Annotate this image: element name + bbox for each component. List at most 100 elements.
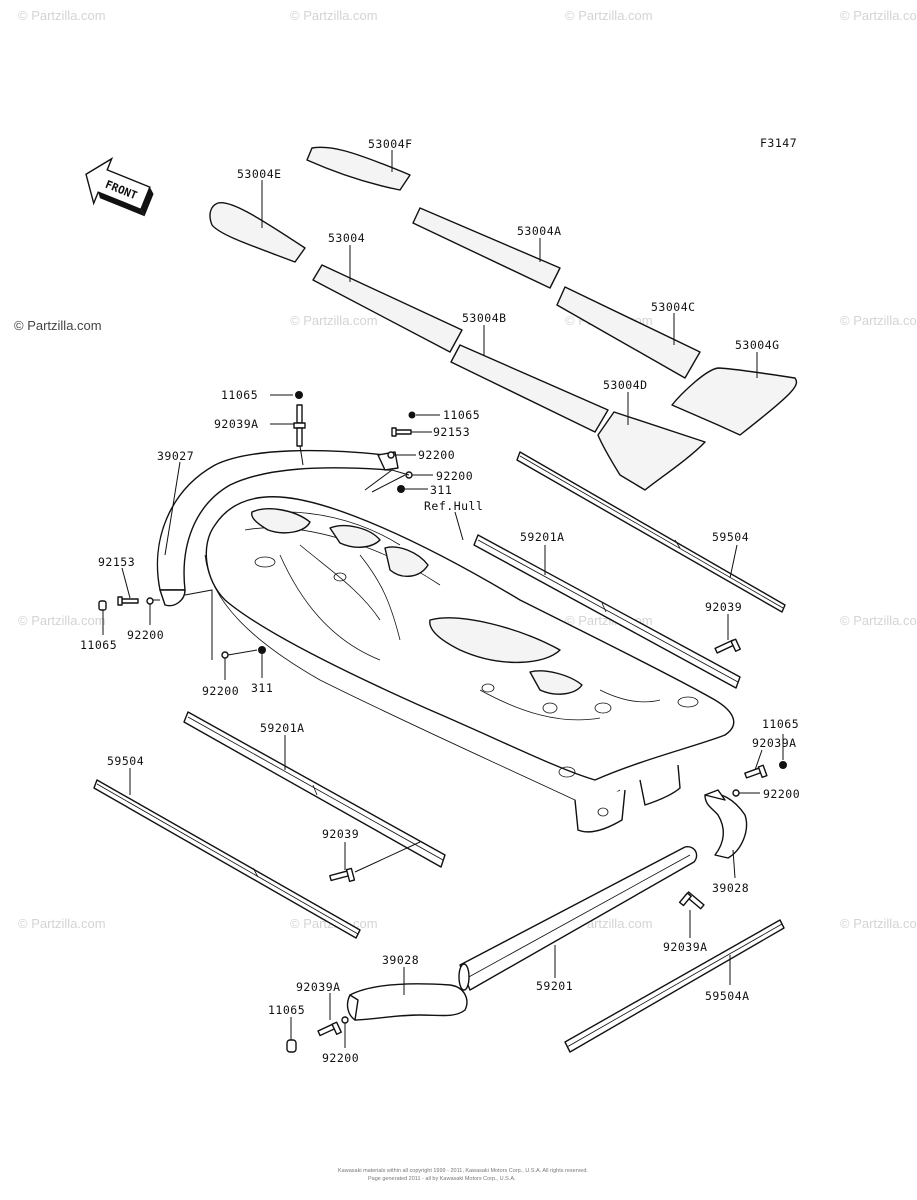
label-59504: 59504 <box>712 530 749 544</box>
hull-hole <box>254 556 276 568</box>
rivet-icon <box>293 404 306 447</box>
watermark: © Partzilla.com <box>840 313 917 328</box>
label-11065: 11065 <box>221 388 258 402</box>
watermark: © Partzilla.com <box>290 313 378 328</box>
leader-line <box>754 749 763 771</box>
mat-53004C <box>556 286 701 379</box>
hull-hole <box>481 683 495 693</box>
watermark: © Partzilla.com <box>840 8 917 23</box>
strip-59201 <box>458 846 698 991</box>
leader-line <box>121 567 131 599</box>
leader-line <box>729 544 738 579</box>
leader-line <box>227 649 258 656</box>
rivet-icon <box>329 867 356 883</box>
label-53004A: 53004A <box>517 224 562 238</box>
label-92039A: 92039A <box>663 940 708 954</box>
leader-line <box>184 589 213 660</box>
label-39027: 39027 <box>157 449 194 463</box>
watermark: © Partzilla.com <box>18 613 106 628</box>
label-11065: 11065 <box>443 408 480 422</box>
footer-generated: Page generated 2011 - all by Kawasaki Mo… <box>368 1176 516 1182</box>
label-11065: 11065 <box>268 1003 305 1017</box>
label-39028: 39028 <box>382 953 419 967</box>
washer-icon <box>387 451 395 459</box>
label-53004B: 53004B <box>462 311 507 325</box>
strip-59504A <box>564 919 785 1053</box>
label-53004D: 53004D <box>603 378 648 392</box>
cap-icon <box>295 391 303 399</box>
washer-icon <box>341 1016 349 1024</box>
label-92153: 92153 <box>433 425 470 439</box>
hull-hole <box>333 572 347 582</box>
strip-59201A-right <box>473 534 741 689</box>
mat-53004 <box>312 264 463 353</box>
watermark: © Partzilla.com <box>18 8 106 23</box>
cap-icon <box>779 761 787 769</box>
washer-icon <box>146 597 154 605</box>
screw-icon <box>391 427 412 437</box>
mat-53004B <box>450 344 609 433</box>
label-59201A: 59201A <box>520 530 565 544</box>
leader-line <box>371 474 406 493</box>
label-92200: 92200 <box>202 684 239 698</box>
mat-53004F <box>306 146 411 191</box>
label-92200: 92200 <box>127 628 164 642</box>
label-11065: 11065 <box>80 638 117 652</box>
label-311: 311 <box>251 681 273 695</box>
mat-53004D <box>597 411 706 491</box>
label-11065: 11065 <box>762 717 799 731</box>
mat-53004G <box>671 367 798 436</box>
label-311: 311 <box>430 483 452 497</box>
watermark: © Partzilla.com <box>840 613 917 628</box>
guard-39028-bottom <box>346 983 468 1021</box>
hull-hole <box>597 807 609 817</box>
leader-line <box>454 511 464 541</box>
label-59201: 59201 <box>536 979 573 993</box>
cap-icon <box>286 1039 297 1053</box>
rivet-icon <box>678 891 705 910</box>
watermark: © Partzilla.com <box>840 916 917 931</box>
label-92039: 92039 <box>705 600 742 614</box>
ref-hull-label: Ref.Hull <box>424 499 483 513</box>
washer-icon <box>221 651 229 659</box>
hull-deck <box>204 496 735 833</box>
strip-59504-right <box>516 451 786 613</box>
strip-59504-left <box>93 779 361 939</box>
rivet-icon <box>744 764 768 779</box>
label-53004G: 53004G <box>735 338 780 352</box>
screw-icon <box>117 596 139 606</box>
label-92200: 92200 <box>418 448 455 462</box>
label-53004E: 53004E <box>237 167 282 181</box>
footer-copyright: Kawasaki materials within all copyright … <box>338 1168 588 1174</box>
label-59201A: 59201A <box>260 721 305 735</box>
strip-59201A-left <box>183 711 446 868</box>
label-59504: 59504 <box>107 754 144 768</box>
label-92039: 92039 <box>322 827 359 841</box>
label-92200: 92200 <box>322 1051 359 1065</box>
front-arrow-icon: FRONT <box>85 157 154 217</box>
mat-53004E <box>209 201 306 263</box>
label-92153: 92153 <box>98 555 135 569</box>
cap-icon <box>98 600 107 611</box>
washer-icon <box>732 789 740 797</box>
leader-line <box>354 841 421 873</box>
figure-code: F3147 <box>760 136 797 150</box>
hull-hole <box>558 766 576 778</box>
label-92039A: 92039A <box>752 736 797 750</box>
nut-icon <box>258 646 266 654</box>
label-59504A: 59504A <box>705 989 750 1003</box>
nut-icon <box>397 485 405 493</box>
label-92200: 92200 <box>763 787 800 801</box>
mat-53004A <box>412 207 561 289</box>
watermark: © Partzilla.com <box>290 8 378 23</box>
hull-hole <box>542 702 558 714</box>
watermark-main: © Partzilla.com <box>14 318 102 333</box>
leader-line <box>164 461 181 556</box>
cap-icon <box>408 411 416 419</box>
label-92039A: 92039A <box>214 417 259 431</box>
rivet-icon <box>317 1021 342 1037</box>
label-53004: 53004 <box>328 231 365 245</box>
watermark: © Partzilla.com <box>18 916 106 931</box>
watermark: © Partzilla.com <box>565 8 653 23</box>
leader-line <box>364 469 410 491</box>
